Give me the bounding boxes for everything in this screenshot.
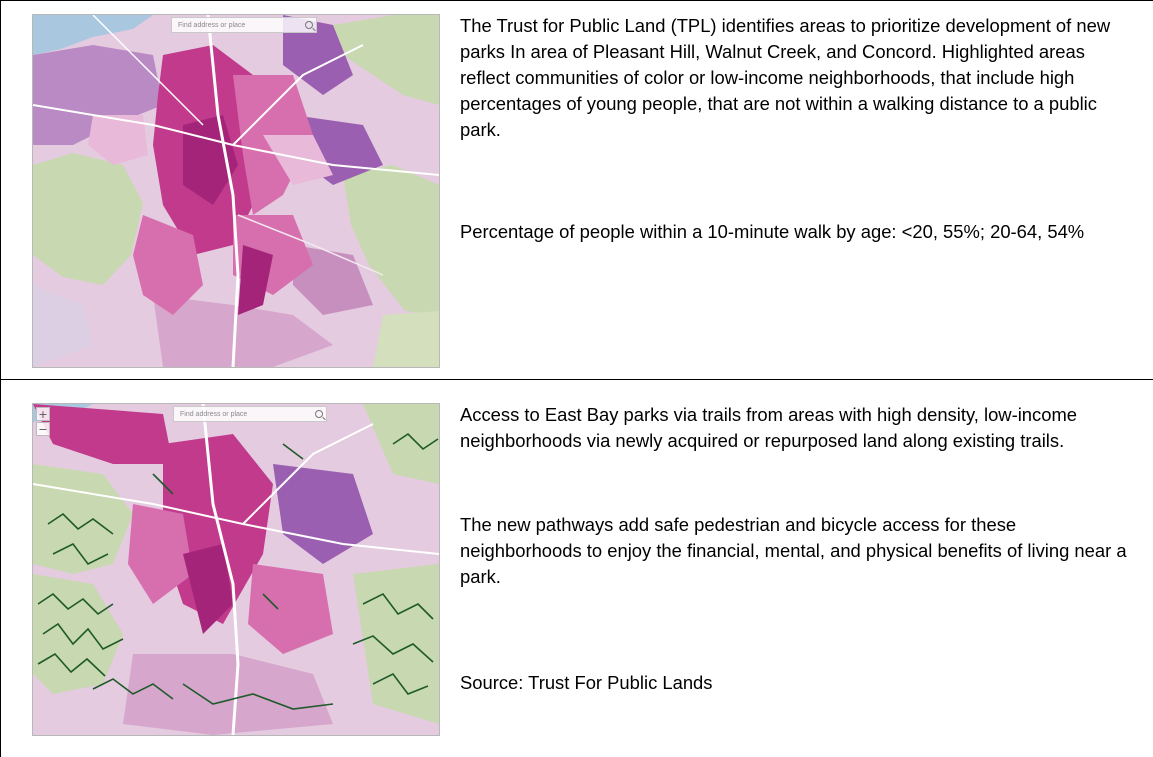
row2-benefits: The new pathways add safe pedestrian and… xyxy=(460,512,1140,590)
search-placeholder: Find address or place xyxy=(180,411,248,418)
row2-paragraph-1: Access to East Bay parks via trails from… xyxy=(460,404,1078,451)
row-divider xyxy=(0,379,1153,380)
row2-description: Access to East Bay parks via trails from… xyxy=(460,402,1140,454)
trail-access-map-graphic xyxy=(33,404,439,735)
trail-access-map[interactable]: Find address or place + − xyxy=(32,403,440,736)
row2-paragraph-2: The new pathways add safe pedestrian and… xyxy=(460,514,1127,587)
zoom-in-button[interactable]: + xyxy=(36,407,50,421)
plus-icon: + xyxy=(38,408,48,421)
map-search-input[interactable]: Find address or place xyxy=(173,406,327,422)
row1-paragraph-2: Percentage of people within a 10-minute … xyxy=(460,221,1085,242)
map-search-input[interactable]: Find address or place xyxy=(171,17,317,33)
minus-icon: − xyxy=(38,423,48,436)
search-icon[interactable] xyxy=(315,410,323,418)
search-placeholder: Find address or place xyxy=(178,22,246,29)
park-priority-map[interactable]: Find address or place xyxy=(32,14,440,368)
source-text: Source: Trust For Public Lands xyxy=(460,672,713,693)
row1-paragraph-1: The Trust for Public Land (TPL) identifi… xyxy=(460,15,1111,140)
zoom-out-button[interactable]: − xyxy=(36,422,50,436)
search-icon[interactable] xyxy=(305,21,313,29)
park-priority-map-graphic xyxy=(33,15,439,367)
row1-description: The Trust for Public Land (TPL) identifi… xyxy=(460,13,1140,143)
source-citation: Source: Trust For Public Lands xyxy=(460,670,1140,696)
row1-walk-stat: Percentage of people within a 10-minute … xyxy=(460,219,1140,245)
